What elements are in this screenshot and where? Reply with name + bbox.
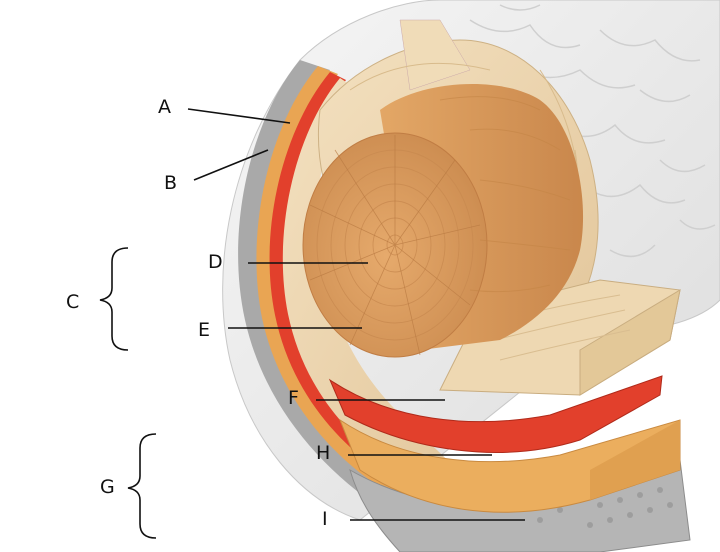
label-h: H — [316, 442, 330, 464]
brace-c — [100, 248, 128, 350]
label-a: A — [158, 96, 171, 118]
brace-g — [128, 434, 156, 538]
label-e: E — [198, 319, 210, 341]
label-f: F — [288, 387, 299, 409]
label-b: B — [164, 172, 177, 194]
label-c: C — [66, 291, 79, 313]
label-g: G — [100, 476, 115, 498]
label-d: D — [208, 251, 223, 273]
label-i: I — [322, 508, 328, 530]
